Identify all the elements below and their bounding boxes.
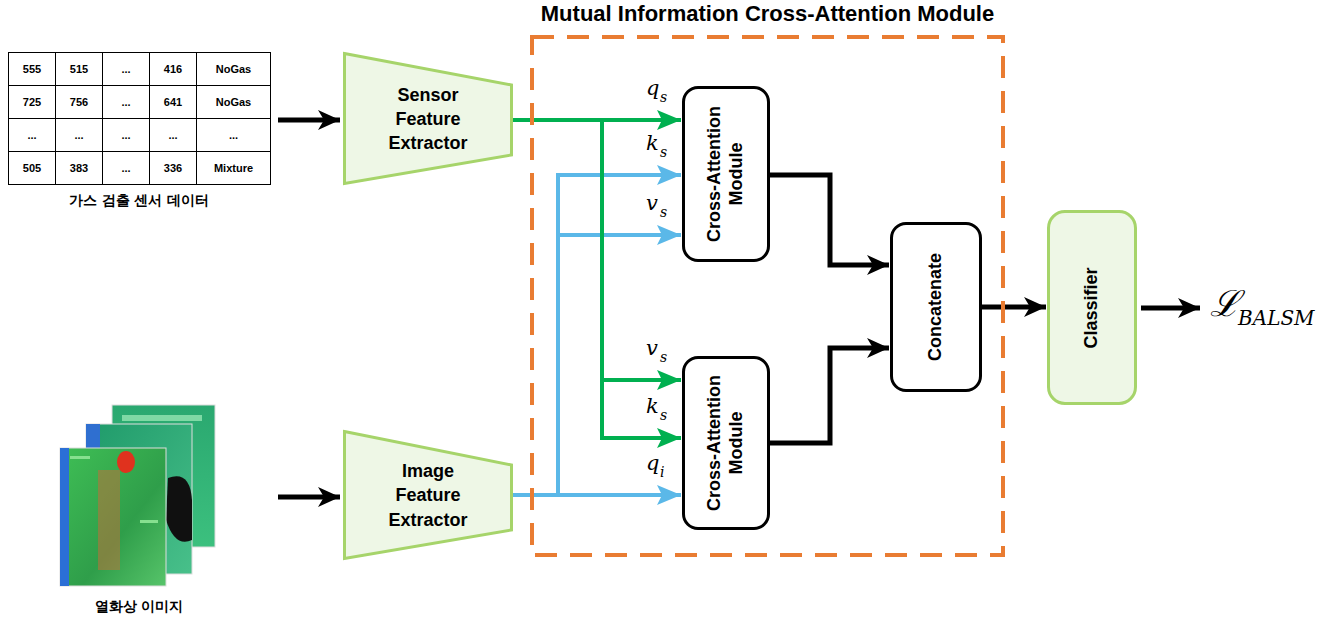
cell-text: 756 [70, 96, 88, 108]
image-feature-extractor: Image Feature Extractor [343, 430, 513, 560]
thermal-texture [122, 415, 202, 421]
cell-text: 641 [164, 96, 182, 108]
cell-text: NoGas [216, 96, 251, 108]
connector-arrow [513, 235, 681, 495]
cell-text: 515 [70, 63, 88, 75]
cell-text: ... [27, 129, 36, 141]
connector-arrow [513, 175, 681, 495]
cell-text: 336 [164, 162, 182, 174]
vector-symbol: k [646, 133, 659, 154]
input-arrow [278, 118, 340, 123]
thermal-dark-patch [166, 476, 192, 541]
cell-text: ... [121, 162, 130, 174]
thermal-warm-band [98, 470, 120, 570]
thermal-image-front [60, 448, 166, 586]
table-cell: ... [150, 119, 197, 152]
vector-symbol: v [646, 193, 658, 214]
thermal-hot-spot [117, 451, 135, 473]
connector-arrow [513, 120, 681, 438]
vector-subscript: s [660, 145, 667, 159]
output-arrow [1141, 306, 1200, 311]
table-cell: ... [103, 86, 150, 119]
vector-subscript: i [660, 465, 664, 479]
cell-text: ... [121, 129, 130, 141]
cross-attention-group: Mutual Information Cross-Attention Modul… [530, 35, 1005, 557]
table-cell: ... [9, 119, 56, 152]
cell-text: Mixture [214, 162, 253, 174]
thermal-image-stack [60, 405, 215, 586]
table-cell: 515 [56, 53, 103, 86]
thermal-cold-band [60, 448, 69, 586]
cell-text: ... [229, 129, 238, 141]
loss-subscript: BALSM [1238, 308, 1315, 328]
cell-text: ... [168, 129, 177, 141]
table-caption: 가스 검출 센서 데이터 [69, 192, 210, 210]
table-cell: NoGas [197, 53, 271, 86]
cell-text: NoGas [216, 63, 251, 75]
table-cell: 725 [9, 86, 56, 119]
node-label: Sensor Feature Extractor [343, 82, 513, 155]
connector-arrow [982, 305, 1046, 310]
table-cell: ... [103, 119, 150, 152]
table-cell: ... [56, 119, 103, 152]
vector-symbol: q [646, 453, 659, 474]
table-cell: Mixture [197, 152, 271, 185]
connector-arrow [770, 348, 889, 443]
cell-text: 416 [164, 63, 182, 75]
rotated-label: Concatenate [925, 230, 947, 384]
table-cell: 383 [56, 152, 103, 185]
table-cell: 336 [150, 152, 197, 185]
cell-text: ... [121, 63, 130, 75]
table-cell: 756 [56, 86, 103, 119]
vector-symbol: k [646, 396, 659, 417]
table-cell: 555 [9, 53, 56, 86]
connector-arrow [770, 175, 889, 265]
classifier-box: Classifier [1047, 210, 1137, 405]
loss-symbol: ℒ [1210, 286, 1240, 322]
vector-subscript: s [660, 205, 667, 219]
rotated-label: Classifier [1081, 218, 1103, 397]
table-cell: ... [103, 152, 150, 185]
table-cell: ... [197, 119, 271, 152]
table-cell: 416 [150, 53, 197, 86]
rotated-label: Cross-Attention Module [704, 364, 747, 522]
node-label: Image Feature Extractor [343, 459, 513, 532]
cell-text: 555 [23, 63, 41, 75]
vector-symbol: q [646, 78, 659, 99]
input-arrow [278, 495, 340, 500]
thermal-texture [140, 520, 158, 523]
connector-arrow [513, 120, 681, 380]
cell-text: 505 [23, 162, 41, 174]
table-cell: 505 [9, 152, 56, 185]
cell-text: 725 [23, 96, 41, 108]
thermal-texture [70, 456, 90, 459]
cell-text: ... [121, 96, 130, 108]
cell-text: 383 [70, 162, 88, 174]
dashed-rect [532, 37, 1003, 555]
cross-attention-box: Cross-Attention Module [682, 86, 770, 262]
vector-symbol: v [646, 338, 658, 359]
connector-arrow [513, 493, 681, 497]
group-title: Mutual Information Cross-Attention Modul… [541, 1, 994, 27]
table-cell: ... [103, 53, 150, 86]
vector-subscript: s [660, 90, 667, 104]
rotated-label: Cross-Attention Module [704, 94, 747, 254]
sensor-feature-extractor: Sensor Feature Extractor [343, 52, 513, 185]
table-cell: 641 [150, 86, 197, 119]
table-cell: NoGas [197, 86, 271, 119]
cross-attention-box: Cross-Attention Module [682, 356, 770, 530]
sensor-data-table: 555515...416NoGas725756...641NoGas......… [8, 52, 271, 185]
concatenate-box: Concatenate [890, 222, 982, 392]
vector-subscript: s [660, 408, 667, 422]
vector-subscript: s [660, 350, 667, 364]
cell-text: ... [74, 129, 83, 141]
image-caption: 열화상 이미지 [95, 598, 184, 616]
